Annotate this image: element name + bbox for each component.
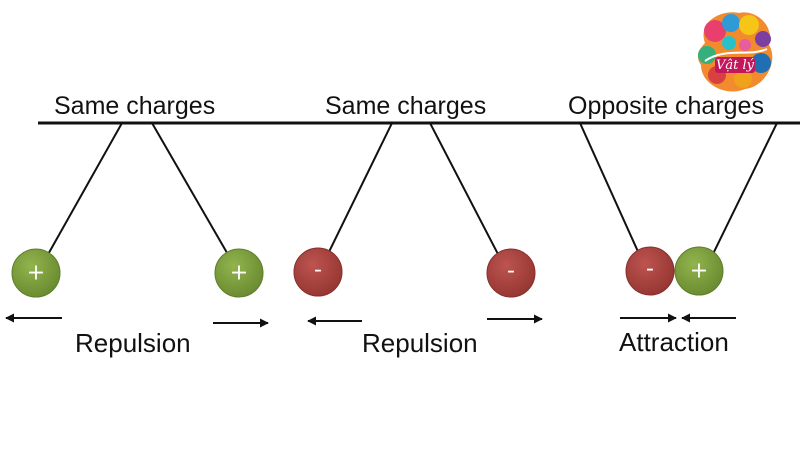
panel-2-right-negative-charge: -	[486, 248, 536, 298]
plus-sign: +	[230, 261, 248, 286]
panel-3-right-positive-charge: +	[674, 246, 724, 296]
minus-sign: -	[314, 258, 322, 283]
minus-sign: -	[507, 259, 515, 284]
panel-2-left-negative-charge: -	[293, 247, 343, 297]
minus-sign: -	[646, 257, 654, 282]
panel-1-left-positive-charge: +	[11, 248, 61, 298]
panel-2-title: Same charges	[325, 92, 486, 120]
panel-2-left-thread	[325, 122, 393, 259]
negative-charge-ball	[293, 247, 343, 297]
panel-1-title: Same charges	[54, 92, 215, 120]
panel-1-force-label: Repulsion	[75, 328, 191, 358]
logo-text: Vật lý	[716, 58, 755, 73]
positive-charge-ball	[674, 246, 724, 296]
plus-sign: +	[27, 261, 45, 286]
panel-2-right-thread	[429, 122, 501, 259]
panel-1-right-thread	[151, 122, 231, 259]
positive-charge-ball	[11, 248, 61, 298]
panel-3-left-thread	[579, 122, 641, 257]
positive-charge-ball	[214, 248, 264, 298]
plus-sign: +	[690, 259, 708, 284]
panel-1-right-positive-charge: +	[214, 248, 264, 298]
panel-3-left-negative-charge: -	[625, 246, 675, 296]
panel-3-force-label: Attraction	[619, 327, 729, 357]
negative-charge-ball	[625, 246, 675, 296]
panel-1-left-thread	[45, 122, 123, 259]
panel-2-force-label: Repulsion	[362, 328, 478, 358]
vat-ly-logo: Vật lý	[695, 12, 775, 93]
panel-3-title: Opposite charges	[568, 92, 764, 120]
negative-charge-ball	[486, 248, 536, 298]
panel-3-right-thread	[711, 122, 778, 257]
